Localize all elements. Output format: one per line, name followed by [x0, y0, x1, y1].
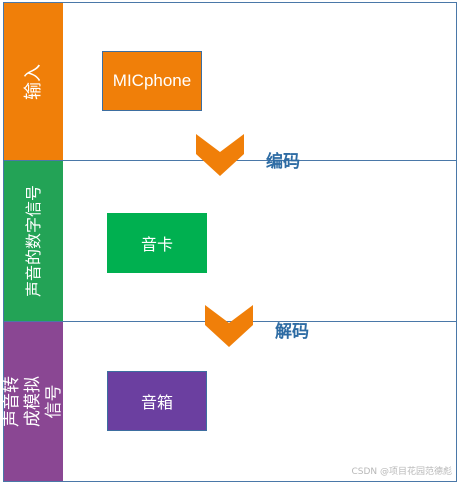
- node-sound-card-label: 音卡: [140, 235, 173, 254]
- lane-label-digital-signal: 声音的数字信号: [23, 184, 43, 298]
- lane-header-analog-signal: 声音转成模拟信号: [2, 322, 64, 481]
- encode-chevron-arrow: [196, 134, 244, 176]
- decode-label: 解码: [275, 322, 309, 342]
- lane-label-analog-signal: 声音转成模拟信号: [2, 376, 64, 427]
- lane-header-digital-signal: 声音的数字信号: [4, 161, 63, 321]
- watermark: CSDN @项目花园范德彪: [351, 467, 452, 477]
- decode-chevron-arrow: [205, 305, 253, 347]
- node-sound-card: 音卡: [107, 213, 207, 273]
- swimlane-input: 输入: [3, 2, 457, 161]
- node-speaker: 音箱: [107, 371, 207, 431]
- lane-label-input: 输入: [22, 63, 44, 100]
- lane-header-input: 输入: [4, 3, 63, 160]
- swimlane-digital-signal: 声音的数字信号: [3, 160, 457, 322]
- node-speaker-label: 音箱: [140, 393, 173, 412]
- encode-label: 编码: [266, 152, 300, 172]
- node-microphone-label: MICphone: [112, 71, 192, 90]
- node-microphone: MICphone: [102, 51, 202, 111]
- swimlane-analog-signal: 声音转成模拟信号: [2, 321, 457, 482]
